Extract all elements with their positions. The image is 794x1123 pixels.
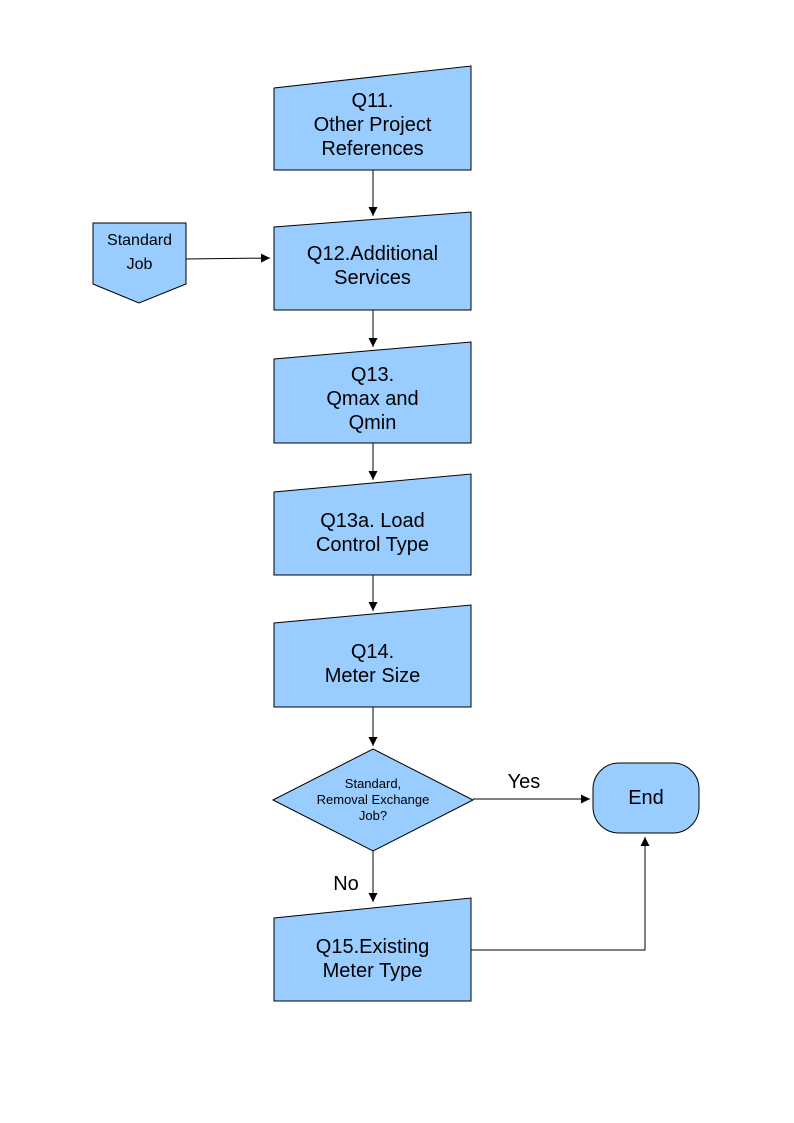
node-decision-shape xyxy=(271,748,475,852)
node-q13-shape xyxy=(273,341,472,444)
node-end-shape xyxy=(592,762,700,834)
node-q13a-shape xyxy=(273,473,472,576)
node-q12-shape xyxy=(273,211,472,311)
node-standard-job-shape xyxy=(92,222,187,304)
node-q14-shape xyxy=(273,604,472,708)
node-q11-shape xyxy=(273,65,472,171)
connector-standard-job-q12 xyxy=(185,253,271,263)
connector-q15-end xyxy=(471,837,650,951)
node-q15-shape xyxy=(273,897,472,1002)
